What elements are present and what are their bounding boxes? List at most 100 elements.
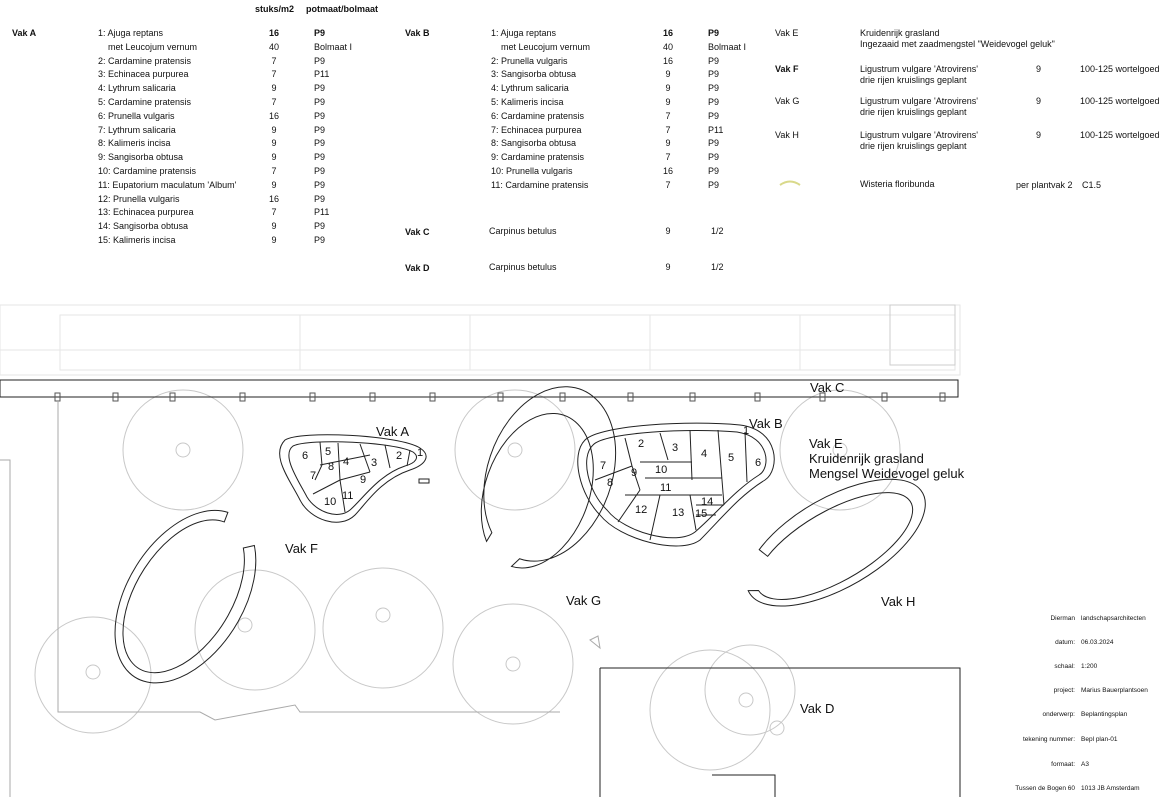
pot-size: P9: [314, 28, 326, 38]
vak-b-section-6: 6: [755, 457, 762, 469]
wisteria-plant: Wisteria floribunda: [860, 179, 935, 189]
vak-f-title: Vak F: [775, 64, 799, 74]
pot-size: P9: [708, 55, 720, 66]
vak-a-section-6: 6: [302, 450, 309, 462]
tree-circle: [194, 569, 316, 691]
stuks-per-m2: 9: [665, 83, 671, 94]
vak-b-section-1: 1: [743, 425, 750, 437]
tree-circle: [779, 389, 901, 511]
vak-h-line2: drie rijen kruislings geplant: [860, 141, 967, 151]
plant-name: 8: Kalimeris incisa: [98, 138, 171, 149]
pot-size: P9: [314, 138, 326, 149]
plant-name: 1: Ajuga reptans: [98, 28, 164, 38]
pot-size: P9: [708, 138, 720, 149]
vak-h-stuks: 9: [1036, 130, 1042, 140]
vak-a-section-4: 4: [343, 456, 350, 468]
vak-c-strip: [0, 379, 959, 398]
wisteria-symbol: [779, 180, 801, 186]
pot-size: P9: [708, 83, 720, 94]
plant-name: 7: Lythrum salicaria: [98, 124, 176, 135]
vak-f-line1: Ligustrum vulgare 'Atrovirens': [860, 64, 978, 74]
title-block-value: Bepl plan-01: [1081, 736, 1118, 743]
vak-e-line1: Kruidenrijk grasland: [860, 28, 940, 38]
plant-name: 10: Prunella vulgaris: [491, 166, 573, 176]
stuks-per-m2: 7: [271, 166, 277, 176]
stuks-per-m2: 16: [662, 55, 673, 66]
pot-size: Bolmaat I: [314, 41, 353, 52]
stuks-per-m2: 16: [662, 166, 673, 176]
plan-label-vak-d: Vak D: [800, 701, 835, 716]
wisteria-maat: C1.5: [1082, 180, 1102, 190]
stuks-per-m2: 40: [662, 41, 673, 52]
vak-b-section-12: 12: [635, 504, 648, 516]
pot-size: P9: [708, 69, 720, 80]
plant-name: 10: Cardamine pratensis: [98, 166, 197, 176]
plant-name: 8: Sangisorba obtusa: [491, 138, 577, 149]
title-block-label: tekening nummer:: [1022, 736, 1075, 743]
title-block-label: schaal:: [1054, 663, 1075, 670]
tree-circle: [454, 389, 576, 511]
title-block-label: datum:: [1055, 639, 1075, 646]
vak-a-title: Vak A: [12, 28, 37, 38]
plant-name: 5: Kalimeris incisa: [491, 97, 564, 107]
stuks-per-m2: 16: [268, 193, 279, 204]
vak-c-pot: 1/2: [711, 226, 724, 236]
vak-g-line1: Ligustrum vulgare 'Atrovirens': [860, 96, 978, 106]
vak-a-section-10: 10: [324, 496, 337, 508]
wisteria-posts: [54, 392, 946, 402]
pot-size: P9: [708, 28, 720, 38]
vak-h-title: Vak H: [775, 130, 799, 140]
stuks-per-m2: 7: [665, 124, 671, 135]
plan-label-vak-e-line1: Kruidenrijk grasland: [809, 451, 924, 466]
pot-size: P11: [314, 207, 330, 218]
plan-lines: [0, 379, 961, 797]
stuks-per-m2: 7: [271, 97, 277, 107]
stuks-per-m2: 9: [271, 235, 277, 245]
pot-size: P9: [314, 110, 326, 121]
plant-name: 6: Cardamine pratensis: [491, 110, 585, 121]
vak-d-title: Vak D: [405, 263, 430, 273]
stuks-per-m2: 7: [665, 110, 671, 121]
stuks-per-m2: 16: [268, 28, 279, 38]
plant-name: 11: Cardamine pratensis: [491, 179, 589, 190]
pot-size: P9: [314, 55, 326, 66]
stuks-per-m2: 7: [271, 55, 277, 66]
title-block-value: 1013 JB Amsterdam: [1081, 785, 1140, 792]
tree-circle: [704, 644, 796, 736]
background-buildings: [0, 304, 961, 376]
title-block-value: 06.03.2024: [1081, 639, 1114, 646]
title-block-value: landschapsarchitecten: [1081, 615, 1146, 622]
vak-b-section-9: 9: [631, 467, 638, 479]
stuks-per-m2: 7: [271, 207, 277, 218]
pot-size: P9: [708, 152, 720, 163]
plant-name: 11: Eupatorium maculatum 'Album': [98, 179, 237, 190]
stuks-per-m2: 7: [665, 152, 671, 163]
vak-f-maat: 100-125 wortelgoed: [1080, 64, 1160, 74]
vak-f-stuks: 9: [1036, 64, 1042, 74]
plan-label-vak-e: Vak E: [809, 436, 843, 451]
vak-g-hedge: [480, 386, 617, 569]
stuks-per-m2: 9: [665, 97, 671, 107]
plant-name: 2: Prunella vulgaris: [491, 55, 568, 66]
vak-g-maat: 100-125 wortelgoed: [1080, 96, 1160, 106]
vak-b-section-10: 10: [655, 464, 668, 476]
plant-name: 13: Echinacea purpurea: [98, 207, 194, 218]
plant-name: 14: Sangisorba obtusa: [98, 221, 189, 232]
pot-size: Bolmaat I: [708, 41, 747, 52]
stuks-per-m2: 16: [268, 110, 279, 121]
vak-d-pot: 1/2: [711, 262, 724, 272]
vak-b-section-14: 14: [701, 496, 714, 508]
tree-circle: [34, 616, 152, 734]
plant-name: 9: Cardamine pratensis: [491, 152, 585, 163]
pot-size: P9: [314, 179, 326, 190]
pot-size: P9: [708, 179, 720, 190]
vak-b-outline: [577, 422, 775, 547]
plant-name: met Leucojum vernum: [501, 41, 591, 52]
vak-b-section-5: 5: [728, 452, 735, 464]
plant-name: 3: Echinacea purpurea: [98, 69, 189, 80]
title-block-value: 1:200: [1081, 663, 1098, 670]
vak-h-hedge: [747, 478, 926, 607]
title-block-label: project:: [1053, 687, 1075, 694]
vak-c-title: Vak C: [405, 227, 430, 237]
pot-size: P9: [708, 110, 720, 121]
